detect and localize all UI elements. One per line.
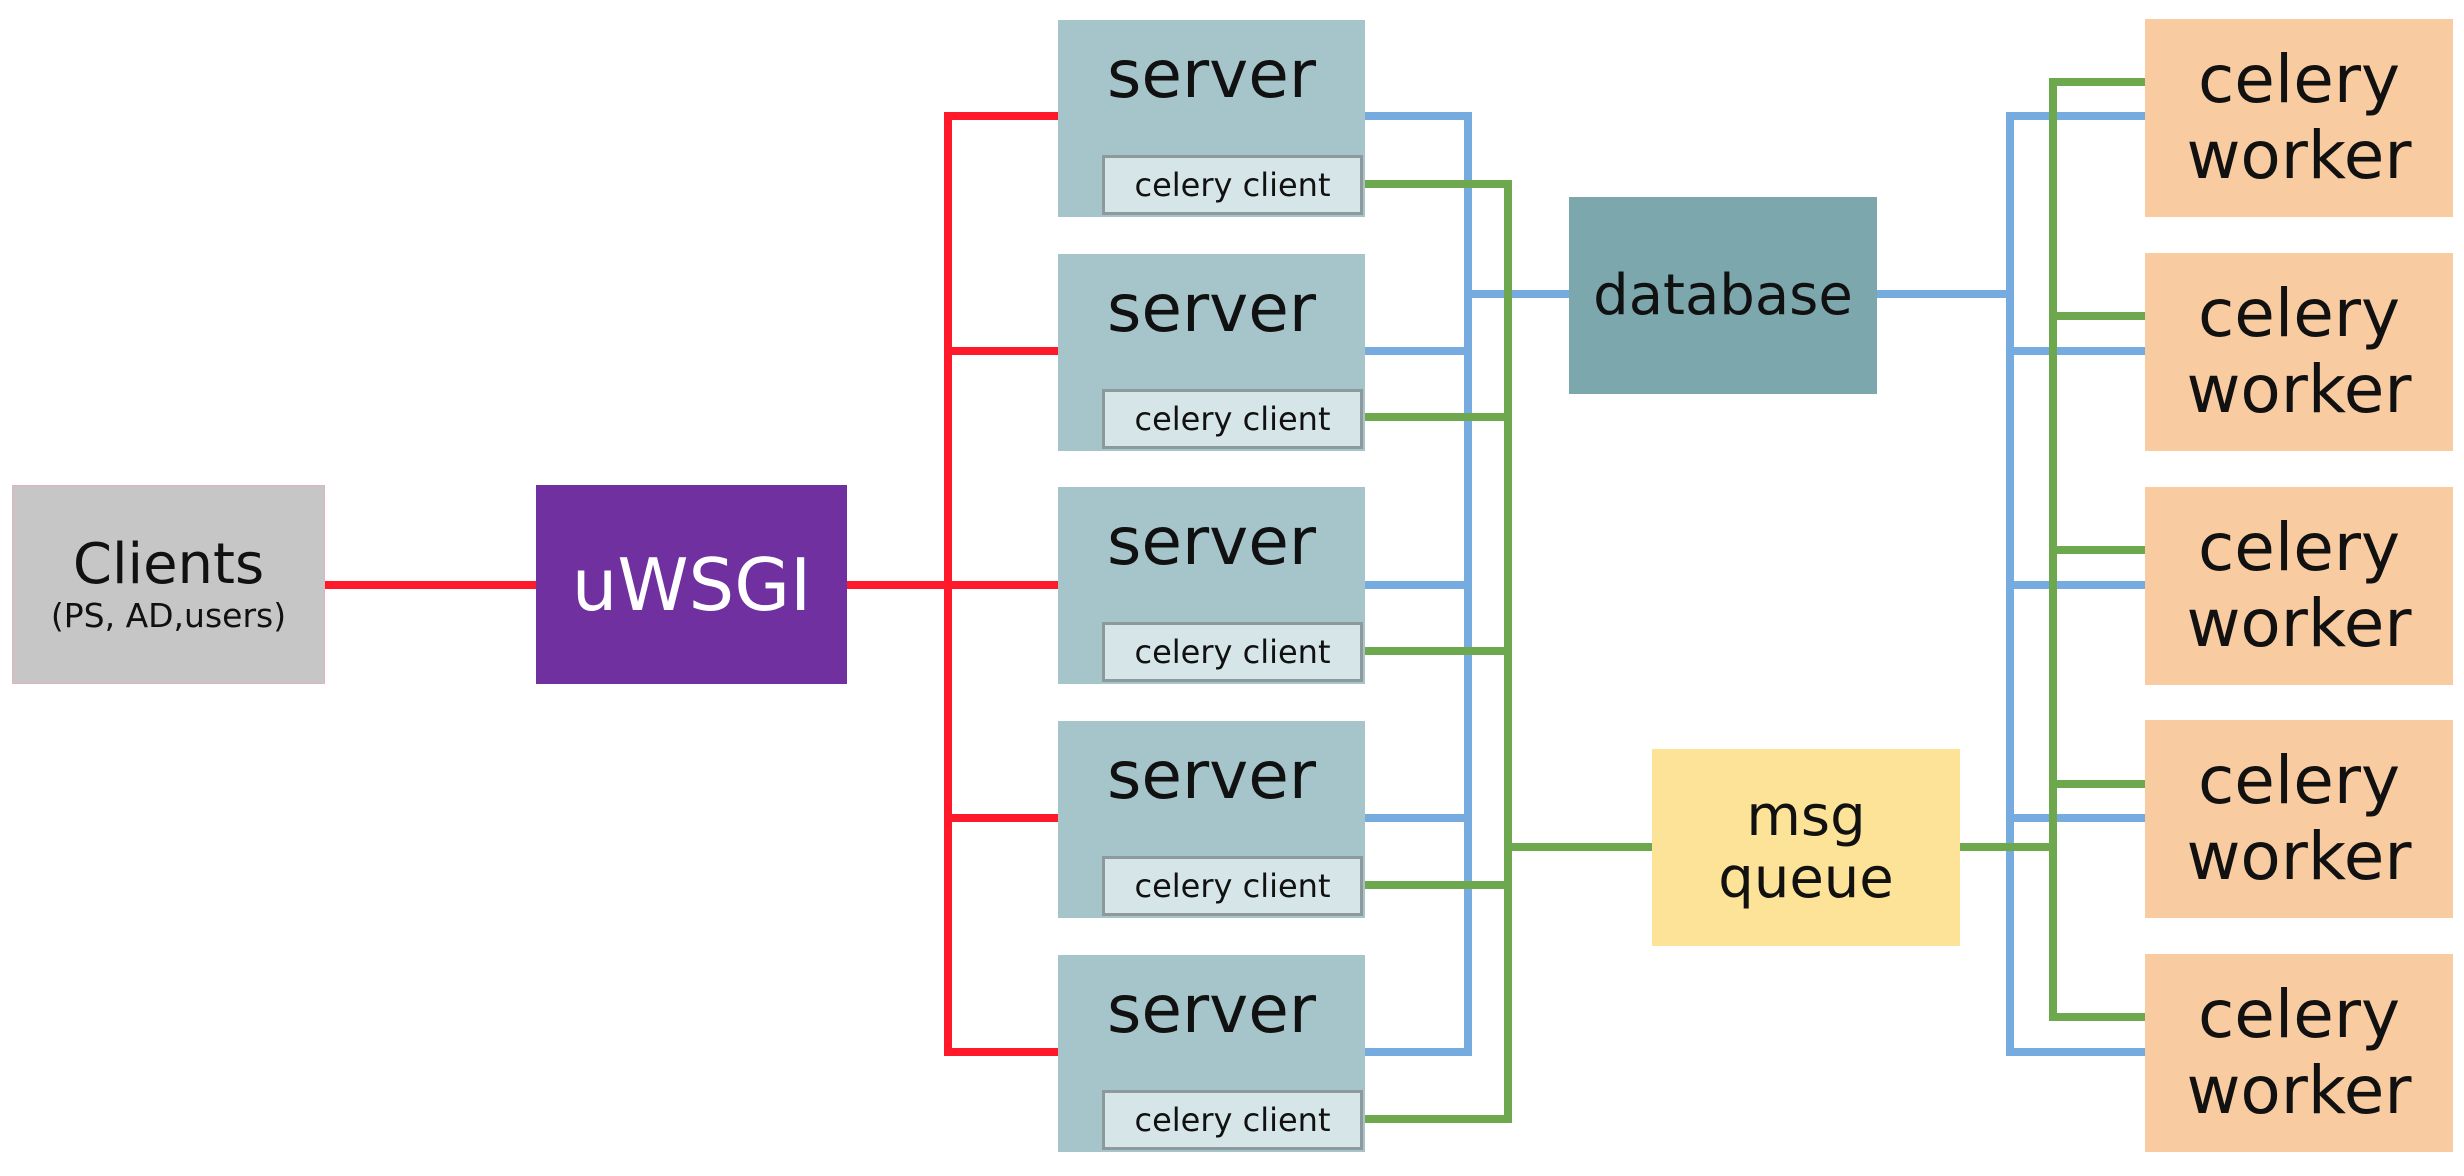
celery-client-box: celery client [1102,622,1363,682]
uwsgi-box: uWSGI [536,485,847,684]
worker-line2: worker [2186,1052,2412,1129]
worker-line2: worker [2186,117,2412,194]
celery-worker-box: celery worker [2145,253,2453,451]
celery-client-box: celery client [1102,856,1363,916]
clients-box: Clients (PS, AD,users) [12,485,325,684]
server-box: server celery client [1058,487,1365,684]
celery-client-box: celery client [1102,389,1363,449]
worker-line2: worker [2186,351,2412,428]
celery-worker-box: celery worker [2145,487,2453,685]
server-label: server [1107,971,1316,1048]
celery-client-box: celery client [1102,155,1363,215]
msg-queue-line1: msg [1746,783,1866,849]
database-label: database [1593,263,1853,328]
server-box: server celery client [1058,721,1365,918]
server-label: server [1107,503,1316,580]
worker-line1: celery [2197,41,2401,118]
database-box: database [1569,197,1877,394]
server-box: server celery client [1058,254,1365,451]
worker-line2: worker [2186,818,2412,895]
celery-worker-box: celery worker [2145,720,2453,918]
worker-line2: worker [2186,585,2412,662]
clients-title: Clients [72,531,265,597]
uwsgi-label: uWSGI [571,542,812,627]
worker-line1: celery [2197,742,2401,819]
worker-line1: celery [2197,509,2401,586]
worker-line1: celery [2197,275,2401,352]
server-label: server [1107,737,1316,814]
clients-subtitle: (PS, AD,users) [50,595,287,635]
server-box: server celery client [1058,20,1365,217]
http-connections [321,112,1062,1056]
celery-client-box: celery client [1102,1090,1363,1150]
server-label: server [1107,270,1316,347]
server-box: server celery client [1058,955,1365,1152]
msg-queue-line2: queue [1718,845,1894,911]
msg-queue-box: msg queue [1652,749,1960,946]
queue-connections [1359,78,2149,1123]
worker-line1: celery [2197,976,2401,1053]
database-connections [1361,112,2149,1056]
server-label: server [1107,36,1316,113]
celery-worker-box: celery worker [2145,954,2453,1152]
celery-worker-box: celery worker [2145,19,2453,217]
